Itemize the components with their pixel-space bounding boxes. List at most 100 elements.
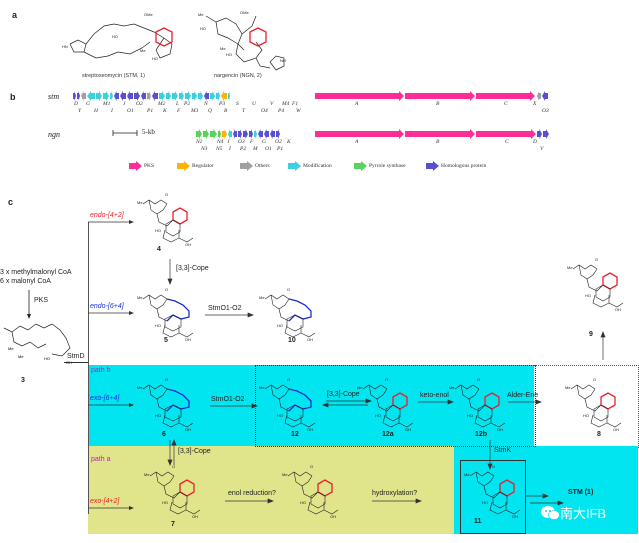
- gene-label-ngn-P1: P1: [277, 146, 284, 152]
- svg-text:OH: OH: [192, 514, 198, 519]
- gene-label-ngn-N4: N4: [217, 139, 224, 145]
- svg-text:Me: Me: [137, 295, 143, 300]
- stmd-line: [64, 362, 88, 363]
- svg-text:O: O: [385, 377, 388, 382]
- compound-6-label: 6: [162, 431, 166, 438]
- rxn-cope-4-5: [3,3]-Cope: [176, 265, 209, 272]
- gene-label-stm-P1: P1: [147, 108, 154, 114]
- gene-label-stm-H: H: [94, 108, 98, 114]
- watermark: 南大IFB: [540, 503, 606, 522]
- gene-label-stm-U: U: [252, 101, 256, 107]
- legend-item: Pyrrole synthase: [354, 161, 406, 171]
- gene-label-ngn-P2: P2: [240, 146, 247, 152]
- svg-text:OH: OH: [185, 427, 191, 432]
- gene-arrow-ngn: [264, 129, 269, 139]
- gene-label-stm-F: F: [177, 108, 181, 114]
- gene-arrow-stm: [204, 91, 209, 101]
- compound-5-label: 5: [164, 337, 168, 344]
- svg-text:OH: OH: [185, 242, 191, 247]
- svg-text:O: O: [165, 377, 168, 382]
- pks-arrow: [27, 290, 31, 319]
- compound-11-label: 11: [474, 518, 482, 525]
- svg-text:HO: HO: [155, 228, 161, 233]
- svg-text:HO: HO: [300, 500, 306, 505]
- gene-label-stm-F1: F1: [292, 101, 299, 107]
- gene-label-stm-O4: O4: [261, 108, 268, 114]
- svg-text:HO: HO: [155, 413, 161, 418]
- watermark-text: 南大IFB: [560, 506, 607, 521]
- gene-arrow-stm-A: [315, 91, 404, 101]
- ngn-caption: nargencin (NGN, 2): [214, 73, 262, 79]
- gene-arrow-ngn-A: [315, 129, 404, 139]
- svg-text:HO: HO: [162, 500, 168, 505]
- gene-label-stm-M4: M4: [282, 101, 290, 107]
- gene-arrow-stm: [192, 91, 197, 101]
- compound-10-label: 10: [288, 337, 296, 344]
- gene-arrow-stm: [110, 91, 113, 101]
- gene-arrow-stm: [103, 91, 109, 101]
- svg-text:HO: HO: [277, 323, 283, 328]
- alder-ene-region: [534, 365, 639, 448]
- rxn-endo-6-4: endo-[6+4]: [90, 303, 124, 310]
- branch-line: [88, 222, 89, 514]
- svg-text:Me: Me: [220, 46, 226, 51]
- gene-arrow-stm: [77, 91, 80, 101]
- svg-text:O: O: [477, 377, 480, 382]
- nargencin-structure: Me HO OMe Me HO NH: [198, 10, 286, 71]
- svg-text:OH: OH: [307, 427, 313, 432]
- legend-item: PKS: [129, 161, 154, 171]
- compound-12b-label: 12b: [475, 431, 488, 438]
- gene-label-stm-J: J: [123, 101, 126, 107]
- gene-arrow-stm: [216, 91, 220, 101]
- gene-arrow-stm: [166, 91, 171, 101]
- gene-label-stm-O1: O1: [127, 108, 134, 114]
- legend-item: Others: [240, 161, 270, 171]
- gene-label-ngn-G: G: [262, 139, 266, 145]
- legend-label: Others: [255, 163, 270, 169]
- gene-label-ngn-B: B: [436, 139, 440, 145]
- panel-b-label: b: [10, 92, 16, 102]
- gene-label-stm-Y: Y: [78, 108, 82, 114]
- compound-12-label: 12: [291, 431, 299, 438]
- gene-label-stm-S: S: [236, 101, 239, 107]
- gene-arrow-stm: [134, 91, 140, 101]
- gene-arrow-stm: [152, 91, 158, 101]
- gene-arrow-ngn: [203, 129, 209, 139]
- gene-label-stm-O3: O3: [542, 108, 549, 114]
- gene-arrow-ngn: [254, 129, 257, 139]
- rxn-hydroxylation: hydroxylation?: [372, 490, 418, 497]
- stm-final-product: STM (1): [568, 489, 594, 496]
- svg-text:HO: HO: [155, 323, 161, 328]
- gene-arrow-stm: [185, 91, 191, 101]
- gene-label-stm-C: C: [504, 101, 508, 107]
- gene-label-ngn-I: I: [229, 146, 231, 152]
- gene-label-ngn-M: M: [253, 146, 258, 152]
- gene-arrow-ngn: [222, 129, 227, 139]
- rxn-enol-reduction: enol reduction?: [228, 490, 276, 497]
- gene-label-stm-M3: M3: [191, 108, 199, 114]
- svg-text:Me: Me: [137, 385, 143, 390]
- svg-text:OH: OH: [613, 427, 619, 432]
- gene-arrow-ngn-C: [476, 129, 536, 139]
- gene-arrow-stm-X: [537, 91, 541, 101]
- path-a-region: [88, 446, 454, 534]
- rxn-alder-ene: Alder-Ene: [507, 392, 539, 399]
- gene-label-stm-P3: P3: [219, 101, 226, 107]
- gene-label-stm-T: T: [242, 108, 246, 114]
- svg-text:OH: OH: [615, 307, 621, 312]
- gene-label-stm-V: V: [270, 101, 274, 107]
- rxn-exo-6-4: exo-[6+4]: [90, 395, 120, 402]
- legend-swatch-arrow: [240, 161, 253, 171]
- gene-arrow-ngn: [276, 129, 280, 139]
- gene-label-ngn-N5: N5: [216, 146, 223, 152]
- gene-arrow-stm: [228, 91, 230, 101]
- svg-text:HO: HO: [375, 413, 381, 418]
- gene-arrow-ngn: [233, 129, 237, 139]
- svg-text:OH: OH: [185, 337, 191, 342]
- gene-arrow-stm: [141, 91, 146, 101]
- path-b-region: [88, 365, 538, 446]
